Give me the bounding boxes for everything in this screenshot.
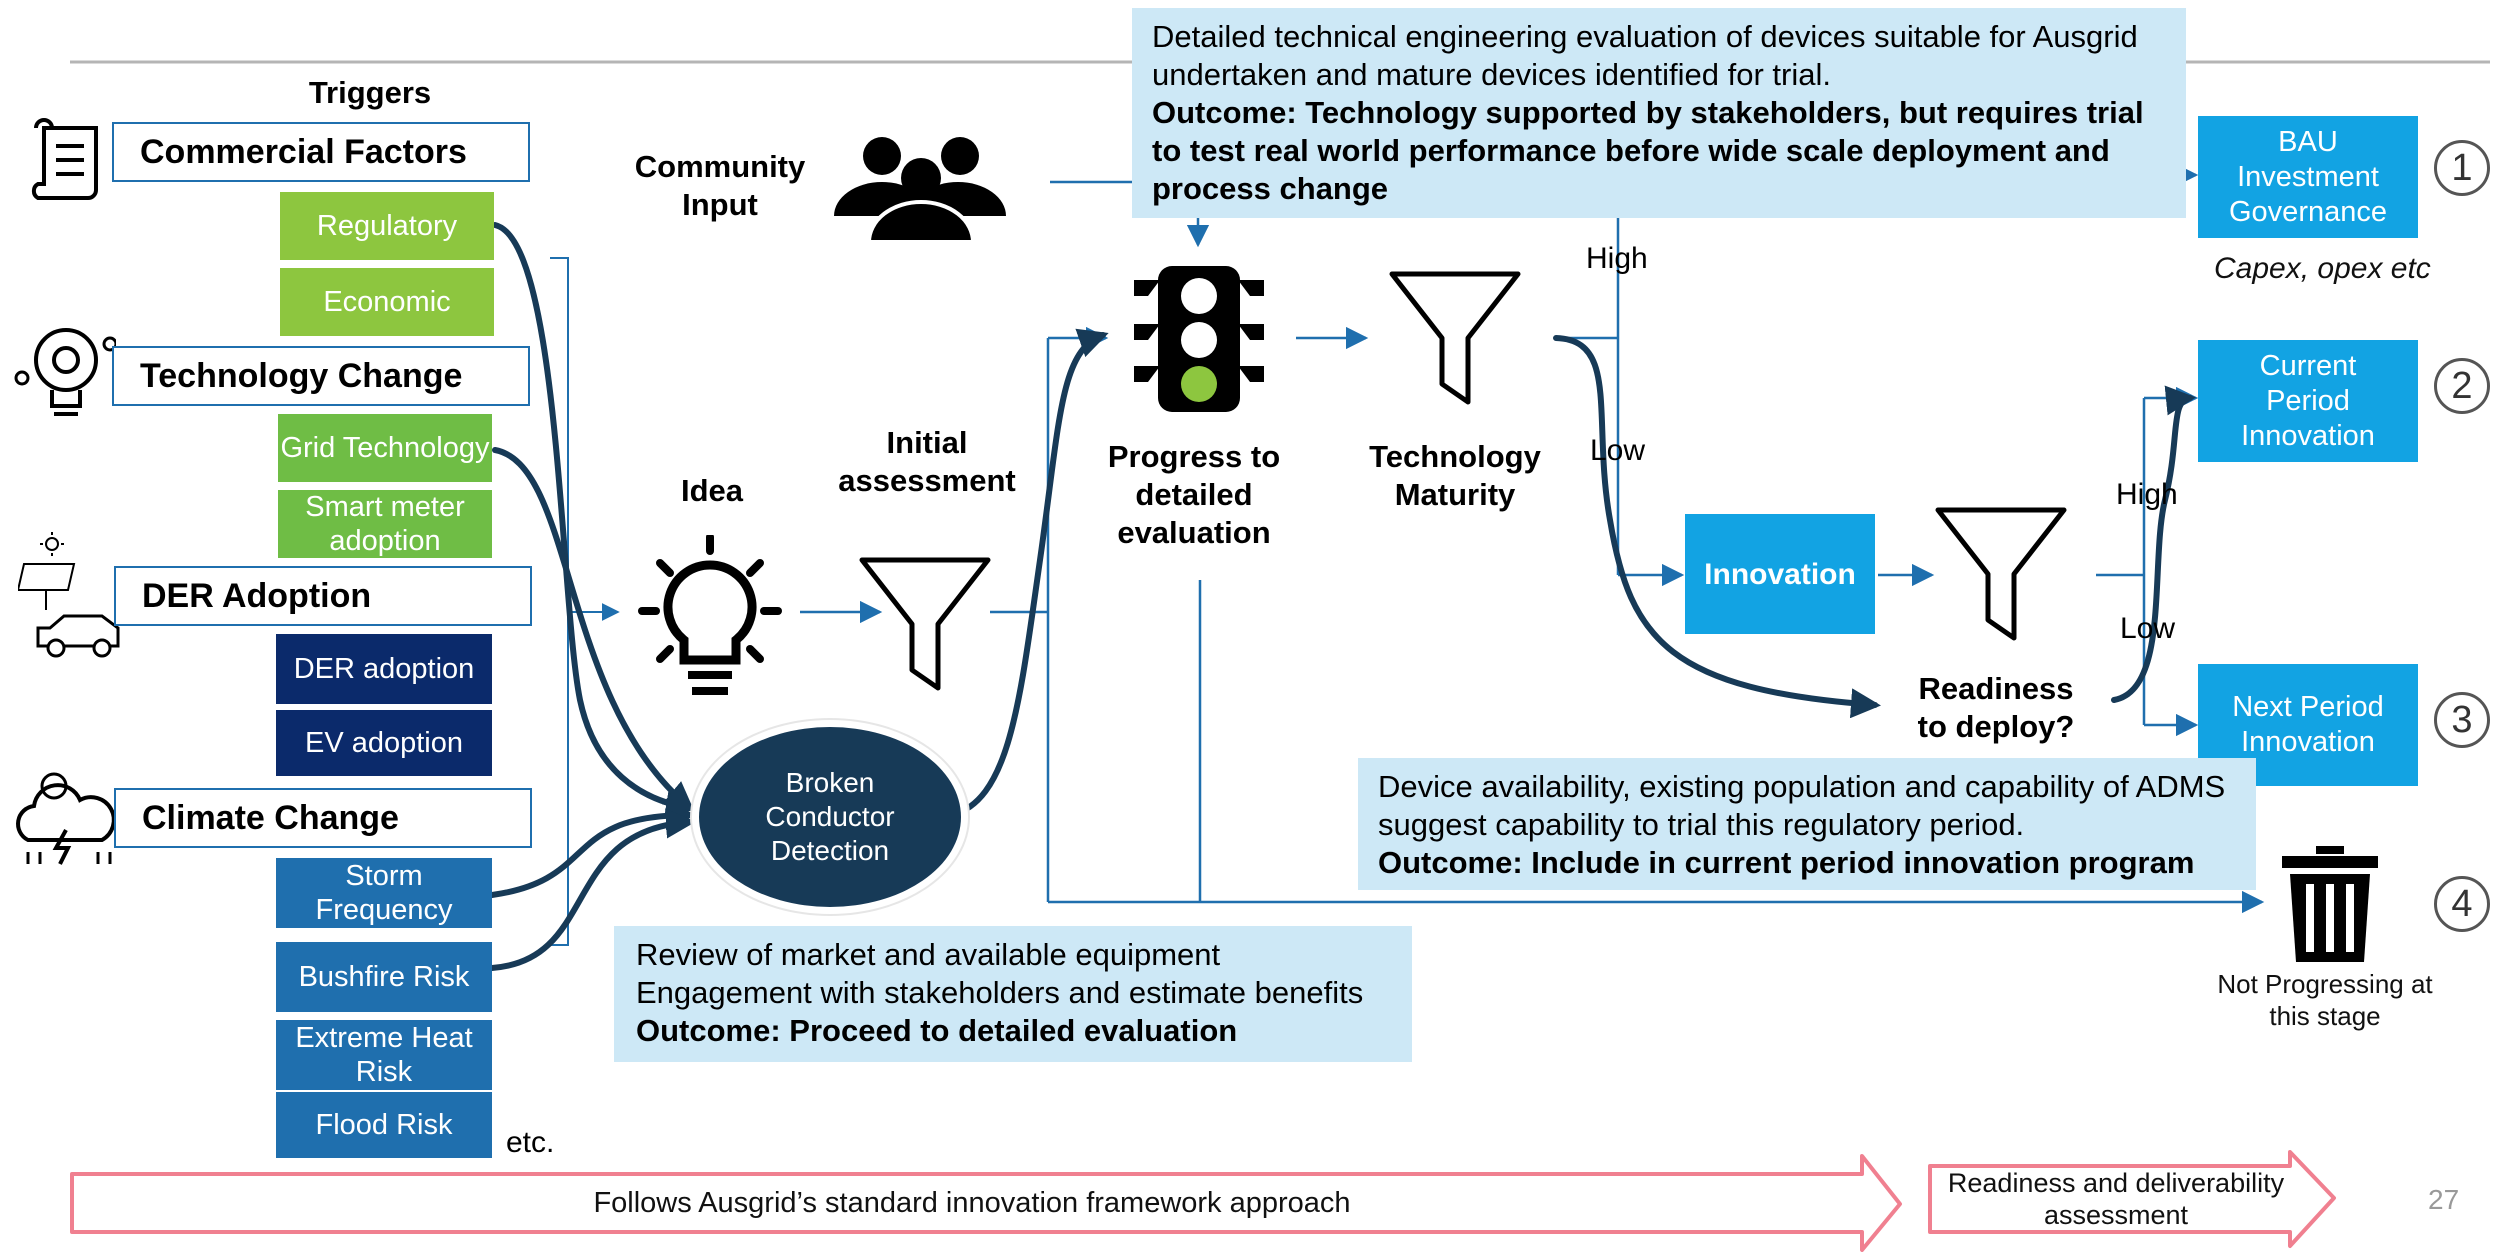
trigger-smart-meter: Smart meter adoption xyxy=(278,490,492,558)
people-group-icon xyxy=(832,130,1008,244)
initial-assessment-label: Initial assessment xyxy=(838,425,1016,498)
storm-cloud-icon xyxy=(10,760,122,872)
funnel-icon xyxy=(1934,506,2068,642)
current-period-innovation-box: Current Period Innovation xyxy=(2198,340,2418,462)
progress-eval-label: Progress to detailed evaluation xyxy=(1107,439,1281,550)
broken-conductor-detection: Broken Conductor Detection xyxy=(692,720,968,914)
trigger-economic: Economic xyxy=(280,268,494,336)
bau-investment-box: BAU Investment Governance xyxy=(2198,116,2418,238)
page-number: 27 xyxy=(2428,1184,2460,1215)
note-top-text: Detailed technical engineering evaluatio… xyxy=(1152,19,2138,92)
trigger-ev-adoption: EV adoption xyxy=(276,710,492,776)
low-label-maturity: Low xyxy=(1590,434,1646,467)
framework-arrow-label: Follows Ausgrid’s standard innovation fr… xyxy=(593,1186,1351,1219)
high-label-maturity: High xyxy=(1586,242,1648,275)
step-number-3: 3 xyxy=(2434,692,2490,748)
lightbulb-gear-icon xyxy=(12,320,118,424)
lightbulb-icon xyxy=(630,533,790,711)
trigger-flood-risk: Flood Risk xyxy=(276,1092,492,1158)
tech-maturity-label: Technology Maturity xyxy=(1369,439,1541,512)
funnel-icon xyxy=(858,556,992,692)
trigger-bushfire-risk: Bushfire Risk xyxy=(276,942,492,1012)
note-detailed-evaluation: Detailed technical engineering evaluatio… xyxy=(1132,8,2186,218)
trigger-extreme-heat-risk: Extreme Heat Risk xyxy=(276,1020,492,1090)
note-bottom-line1: Review of market and available equipment xyxy=(636,937,1221,972)
idea-label: Idea xyxy=(680,473,744,508)
next-period-innovation-box: Next Period Innovation xyxy=(2198,664,2418,786)
path-curves xyxy=(489,222,2196,971)
trigger-grid-technology: Grid Technology xyxy=(278,414,492,482)
innovation-box: Innovation xyxy=(1685,514,1875,634)
high-label-readiness: High xyxy=(2116,478,2178,511)
category-commercial-factors: Commercial Factors xyxy=(112,122,530,182)
trigger-der-adoption: DER adoption xyxy=(276,634,492,704)
broken-conductor-text: Broken Conductor Detection xyxy=(765,767,895,866)
etc-label: etc. xyxy=(506,1126,555,1159)
note-readiness: Device availability, existing population… xyxy=(1358,758,2256,890)
note-mid-outcome: Outcome: Include in current period innov… xyxy=(1378,845,2195,880)
readiness-arrow-label: Readiness and deliverability assessment xyxy=(1947,1168,2285,1230)
solar-ev-icon xyxy=(16,530,128,660)
category-der-adoption: DER Adoption xyxy=(114,566,532,626)
category-climate-change: Climate Change xyxy=(114,788,532,848)
note-bottom-line2: Engagement with stakeholders and estimat… xyxy=(636,975,1364,1010)
trash-bin-icon xyxy=(2282,846,2378,962)
category-technology-change: Technology Change xyxy=(112,346,530,406)
low-label-readiness: Low xyxy=(2120,612,2176,645)
trigger-storm-frequency: Storm Frequency xyxy=(276,858,492,928)
note-initial-assessment: Review of market and available equipment… xyxy=(614,926,1412,1062)
step-number-1: 1 xyxy=(2434,140,2490,196)
trigger-bracket xyxy=(550,257,620,946)
community-input-label: Community Input xyxy=(634,149,806,222)
trigger-regulatory: Regulatory xyxy=(280,192,494,260)
step-number-4: 4 xyxy=(2434,876,2490,932)
funnel-icon xyxy=(1388,270,1522,406)
not-progressing-label: Not Progressing at this stage xyxy=(2217,969,2433,1031)
traffic-light-icon xyxy=(1130,266,1268,412)
note-bottom-outcome: Outcome: Proceed to detailed evaluation xyxy=(636,1013,1238,1048)
scroll-icon xyxy=(26,118,112,204)
capex-opex-label: Capex, opex etc xyxy=(2214,252,2431,285)
note-mid-text: Device availability, existing population… xyxy=(1378,769,2226,842)
triggers-title: Triggers xyxy=(308,75,432,110)
note-top-outcome: Outcome: Technology supported by stakeho… xyxy=(1152,95,2144,206)
step-number-2: 2 xyxy=(2434,358,2490,414)
readiness-deploy-label: Readiness to deploy? xyxy=(1917,671,2075,744)
